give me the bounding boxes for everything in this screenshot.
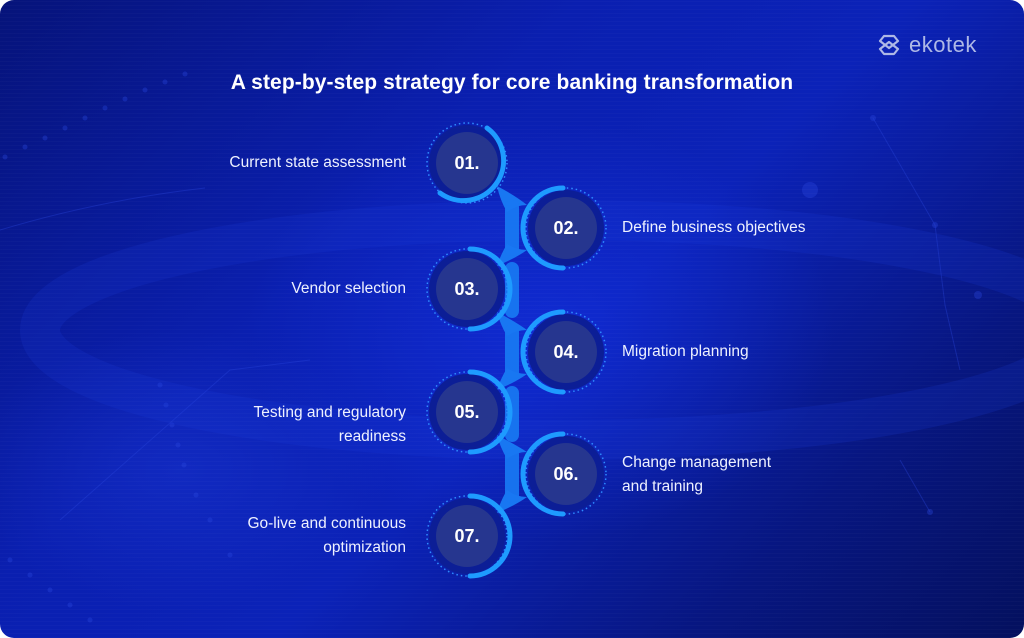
step-6-number: 06. [553,464,579,484]
brand-logo: ekotek [877,32,977,58]
step-1-number: 01. [454,153,480,173]
step-4-label: Migration planning [622,343,749,360]
step-2-number: 02. [553,218,579,238]
brand-name: ekotek [909,32,977,57]
step-3-number: 03. [454,279,480,299]
step-1-label: Current state assessment [229,154,406,171]
step-2-label: Define business objectives [622,219,806,236]
ekotek-logo-icon [878,34,900,56]
step-7-number: 07. [454,526,480,546]
step-7-label: Go-live and continuous optimization [247,515,406,556]
step-4-number: 04. [553,342,579,362]
step-6-label: Change management and training [622,454,772,495]
page-title: A step-by-step strategy for core banking… [230,71,794,94]
step-5-number: 05. [454,402,480,422]
step-3-label: Vendor selection [291,280,406,297]
step-5-label: Testing and regulatory readiness [253,404,406,445]
